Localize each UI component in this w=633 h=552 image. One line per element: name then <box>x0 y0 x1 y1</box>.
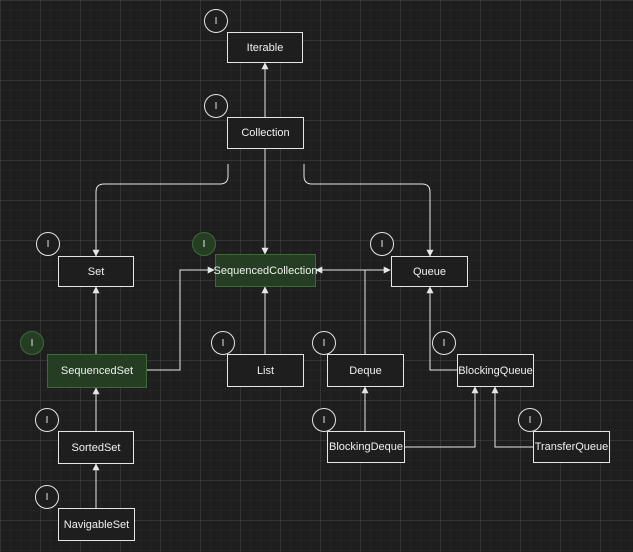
edge-set-collection <box>92 164 229 257</box>
node-set[interactable]: Set <box>58 256 134 287</box>
interface-badge-navigable-set: I <box>35 485 59 509</box>
interface-badge-blocking-queue: I <box>432 331 456 355</box>
node-deque[interactable]: Deque <box>327 354 404 387</box>
node-collection[interactable]: Collection <box>227 117 304 149</box>
interface-badge-set: I <box>36 232 60 256</box>
node-blocking-deque[interactable]: BlockingDeque <box>327 431 405 463</box>
node-sequenced-set[interactable]: SequencedSet <box>47 354 147 388</box>
interface-badge-iterable: I <box>204 9 228 33</box>
node-sequenced-collection[interactable]: SequencedCollection <box>214 254 317 287</box>
interface-badge-blocking-deque: I <box>312 408 336 432</box>
interface-badge-deque: I <box>312 331 336 355</box>
node-transfer-queue[interactable]: TransferQueue <box>533 431 610 463</box>
interface-badge-sequenced-collection: I <box>192 232 216 256</box>
interface-badge-sorted-set: I <box>35 408 59 432</box>
interface-badge-queue: I <box>370 232 394 256</box>
node-queue[interactable]: Queue <box>391 256 468 287</box>
interface-badge-sequenced-set: I <box>20 331 44 355</box>
interface-badge-collection: I <box>204 94 228 118</box>
interface-badge-list: I <box>211 331 235 355</box>
edge-blocking-deque-blocking-queue <box>405 386 479 448</box>
edge-queue-collection <box>303 164 434 257</box>
edge-transfer-queue-blocking-queue <box>491 386 533 448</box>
node-iterable[interactable]: Iterable <box>227 32 303 63</box>
edge-sequenced-set-sequenced-collection <box>146 266 215 371</box>
interface-badge-transfer-queue: I <box>518 408 542 432</box>
node-sorted-set[interactable]: SortedSet <box>58 431 134 464</box>
node-list[interactable]: List <box>227 354 304 387</box>
node-blocking-queue[interactable]: BlockingQueue <box>457 354 534 387</box>
edge-blocking-queue-queue <box>426 286 458 371</box>
node-navigable-set[interactable]: NavigableSet <box>58 508 135 541</box>
